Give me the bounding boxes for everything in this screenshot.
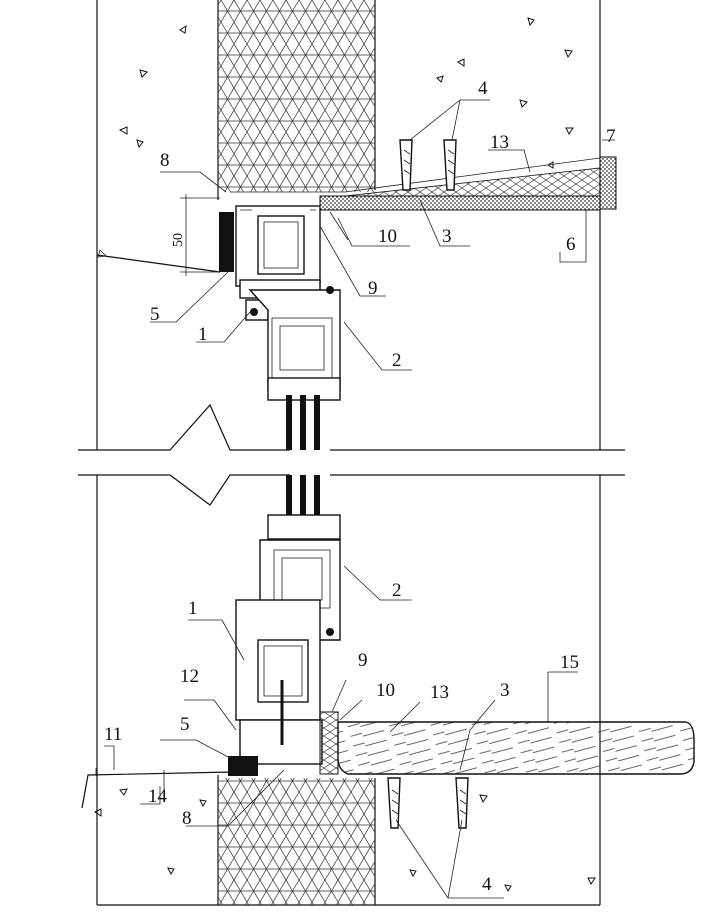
dimension-50: 50 bbox=[171, 194, 220, 276]
callout-bottom-5: 5 bbox=[180, 714, 190, 735]
foam-top bbox=[319, 195, 601, 211]
callout-bottom-4: 4 bbox=[482, 874, 492, 895]
callout-bottom-14: 14 bbox=[148, 786, 168, 807]
callout-top-6: 6 bbox=[566, 234, 576, 255]
sash-profile-top bbox=[248, 286, 341, 401]
glass-bottom bbox=[286, 475, 320, 520]
callout-top-4: 4 bbox=[478, 78, 488, 99]
end-cap bbox=[599, 156, 617, 210]
callout-top-9: 9 bbox=[368, 278, 378, 299]
leader-lines bbox=[104, 99, 615, 899]
callout-top-2: 2 bbox=[392, 350, 402, 371]
callout-top-13: 13 bbox=[490, 132, 509, 153]
callout-bottom-9: 9 bbox=[358, 650, 368, 671]
callout-bottom-8: 8 bbox=[182, 808, 192, 829]
callout-top-1: 1 bbox=[198, 324, 208, 345]
callout-top-3: 3 bbox=[442, 226, 452, 247]
frame-profile-bottom bbox=[235, 599, 323, 765]
break-line bbox=[78, 403, 625, 506]
callout-bottom-15: 15 bbox=[560, 652, 579, 673]
exterior-flashing-top bbox=[96, 254, 221, 273]
glass-top bbox=[286, 395, 320, 450]
sealing-tape-bottom bbox=[228, 756, 258, 776]
window-board bbox=[337, 721, 695, 775]
callout-bottom-3: 3 bbox=[500, 680, 510, 701]
concrete-aggregate bbox=[94, 17, 596, 893]
callout-top-10: 10 bbox=[378, 226, 397, 247]
callout-top-5: 5 bbox=[150, 304, 160, 325]
callout-bottom-12: 12 bbox=[180, 666, 199, 687]
anchors-bottom bbox=[387, 777, 469, 829]
callout-top-7: 7 bbox=[606, 126, 616, 147]
exterior-drip-bottom bbox=[81, 771, 233, 809]
callouts-bottom: 2 1 15 9 12 10 13 3 5 11 14 8 4 bbox=[104, 580, 579, 895]
anchors-top bbox=[399, 139, 457, 191]
callout-top-8: 8 bbox=[160, 150, 170, 171]
callouts-top: 4 13 7 8 10 3 6 9 5 1 2 bbox=[150, 78, 616, 371]
insulation-top bbox=[218, 0, 375, 192]
foam-bottom bbox=[319, 711, 339, 775]
sealing-tape-top bbox=[219, 212, 234, 272]
sill-insulation-top bbox=[344, 167, 601, 197]
insulation-bottom bbox=[218, 778, 375, 905]
callout-bottom-11: 11 bbox=[104, 724, 122, 745]
callout-bottom-1: 1 bbox=[188, 598, 198, 619]
callout-bottom-13: 13 bbox=[430, 682, 449, 703]
callout-bottom-10: 10 bbox=[376, 680, 395, 701]
callout-bottom-2: 2 bbox=[392, 580, 402, 601]
dimension-50-label: 50 bbox=[171, 233, 186, 247]
